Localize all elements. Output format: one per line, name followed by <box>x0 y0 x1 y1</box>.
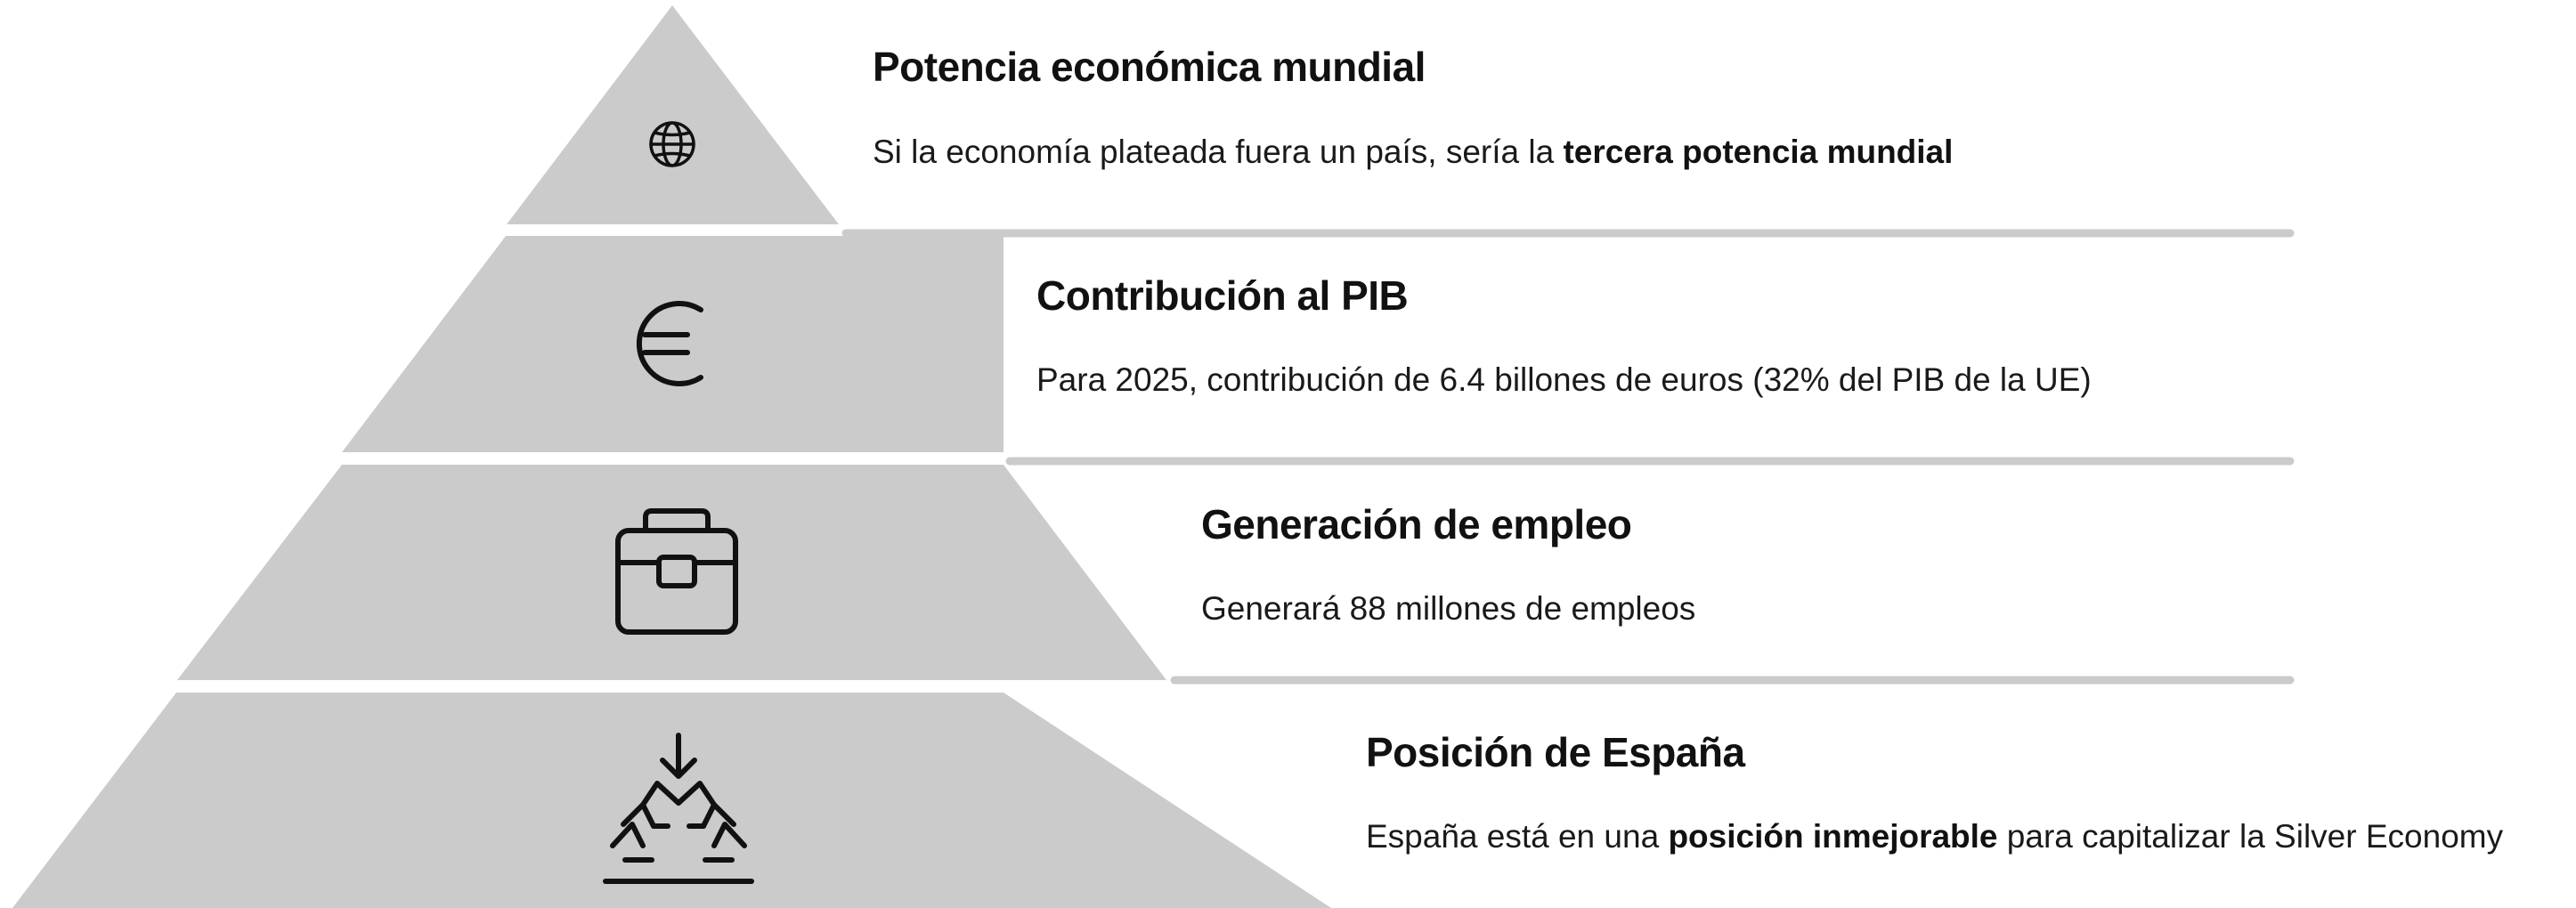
level-4-desc-emphasis: posición inmejorable <box>1668 818 1998 855</box>
level-3-title: Generación de empleo <box>1201 501 1632 547</box>
level-4-title: Posición de España <box>1366 729 1745 775</box>
level-2-description: Para 2025, contribución de 6.4 billones … <box>1036 361 2092 399</box>
briefcase-icon <box>615 508 738 635</box>
level-2-title: Contribución al PIB <box>1036 272 1409 319</box>
landing-position-icon <box>603 733 754 884</box>
level-3-desc-text: Generará 88 millones de empleos <box>1201 590 1696 627</box>
pyramid-tier-2 <box>342 236 1004 452</box>
level-1-desc-emphasis: tercera potencia mundial <box>1563 134 1954 170</box>
level-4-desc-text: España está en una <box>1366 818 1669 855</box>
pyramid-tier-3 <box>177 465 1166 680</box>
level-4-description: España está en una posición inmejorable … <box>1366 818 2503 855</box>
level-3-description: Generará 88 millones de empleos <box>1201 590 1695 628</box>
level-2-desc-text: Para 2025, contribución de 6.4 billones … <box>1036 361 2092 398</box>
level-1-title: Potencia económica mundial <box>873 44 1426 90</box>
level-4-desc-tail: para capitalizar la Silver Economy <box>1997 818 2504 855</box>
level-1-description: Si la economía plateada fuera un país, s… <box>873 134 1953 171</box>
pyramid-tier-1 <box>507 5 839 224</box>
globe-icon <box>649 121 695 167</box>
level-1-desc-text: Si la economía plateada fuera un país, s… <box>873 134 1564 170</box>
euro-icon <box>636 301 703 386</box>
